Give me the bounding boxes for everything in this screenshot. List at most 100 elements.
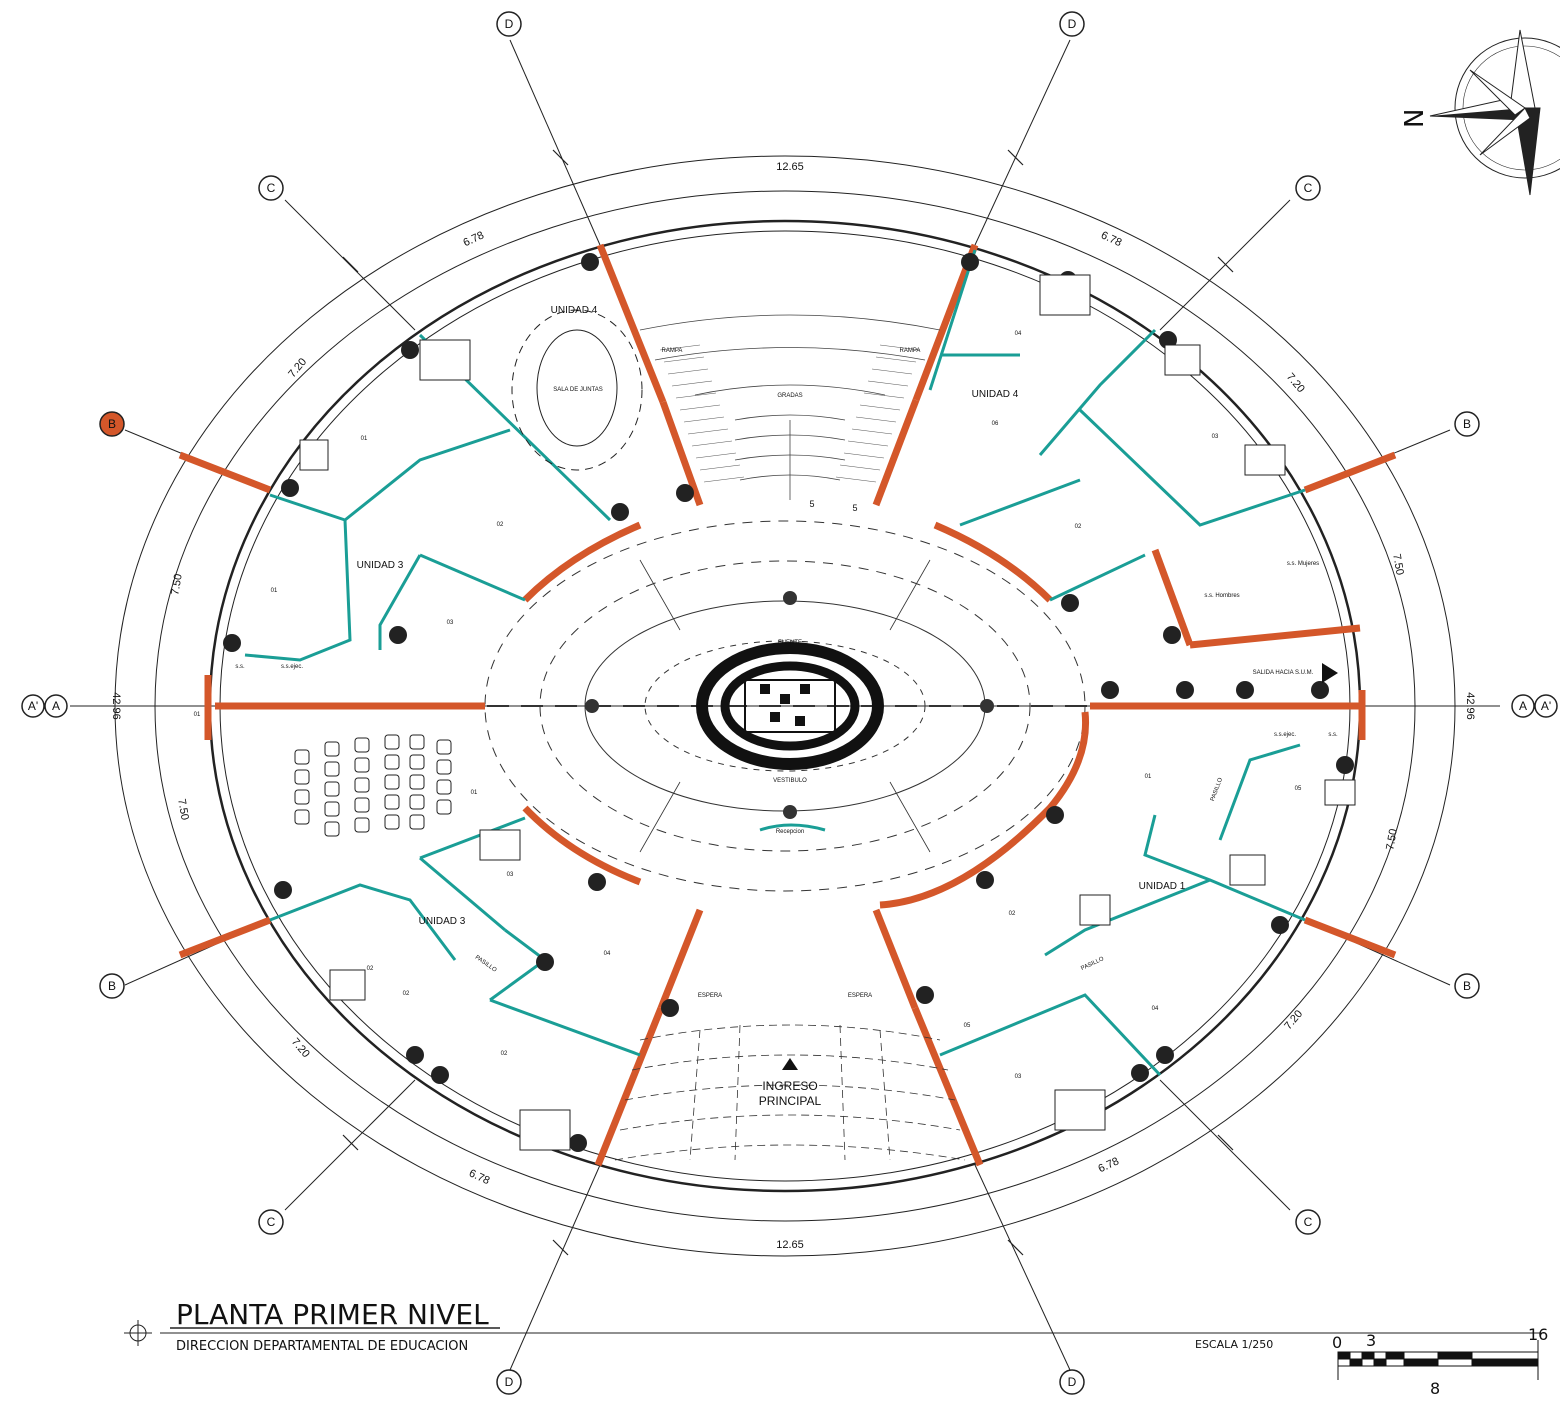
axis-label: D xyxy=(505,17,514,31)
room-ingreso: INGRESO xyxy=(762,1079,817,1093)
entrance-canopy xyxy=(614,1024,966,1161)
axis-bubble-labels: A' A A A' B B B B C C C C D D D D xyxy=(28,17,1551,1389)
dimension-ticks xyxy=(342,149,1234,1256)
axis-label: C xyxy=(1304,181,1313,195)
ramp-hatching xyxy=(659,344,921,483)
room-pasillo: PASILLO xyxy=(1080,956,1105,972)
room-recepcion: Recepcion xyxy=(776,829,804,835)
office-number: 03 xyxy=(507,872,514,878)
office-number: 05 xyxy=(1295,786,1302,792)
axis-label: B xyxy=(1463,417,1471,431)
axis-label: B xyxy=(1463,979,1471,993)
exit-arrow-icon xyxy=(1322,663,1338,683)
title-block xyxy=(124,1320,1545,1346)
axis-bubbles xyxy=(21,11,1558,1395)
sum-seating xyxy=(294,734,452,837)
room-ss-mujeres: s.s. Mujeres xyxy=(1287,561,1319,567)
office-number: 03 xyxy=(447,620,454,626)
room-unidad3-upper: UNIDAD 3 xyxy=(357,560,404,571)
office-number: 01 xyxy=(271,588,278,594)
room-principal: PRINCIPAL xyxy=(759,1094,822,1108)
room-pasillo: PASILLO xyxy=(1210,777,1224,802)
scale-tick: 16 xyxy=(1528,1325,1548,1344)
office-number: 01 xyxy=(1145,774,1152,780)
axis-label: B xyxy=(108,417,116,431)
office-number: 01 xyxy=(194,712,201,718)
room-vestibulo: VESTIBULO xyxy=(773,778,807,784)
axis-label: A xyxy=(52,699,60,713)
room-unidad3-lower: UNIDAD 3 xyxy=(419,916,466,927)
room-unidad1: UNIDAD 1 xyxy=(1139,881,1186,892)
room-ss: s.s. xyxy=(235,664,245,670)
office-number: 04 xyxy=(1152,1006,1159,1012)
room-espera-right: ESPERA xyxy=(848,993,872,999)
office-furniture xyxy=(299,274,1356,1151)
office-number: 02 xyxy=(497,522,504,528)
axis-label: A xyxy=(1519,699,1527,713)
axis-label: A' xyxy=(1541,699,1551,713)
office-numbers: 01 02 01 03 01 01 03 02 02 02 04 04 06 0… xyxy=(194,331,1302,1080)
room-ss-ejec: s.s.ejec. xyxy=(281,664,303,670)
room-unidad4-left: UNIDAD 4 xyxy=(551,305,598,316)
axis-label: D xyxy=(1068,17,1077,31)
axis-label: A' xyxy=(28,699,38,713)
axis-label: B xyxy=(108,979,116,993)
room-ss-ejec: s.s.ejec. xyxy=(1274,732,1296,738)
dim-mid-upper-right: 7.20 xyxy=(1284,371,1307,395)
dim-left-lower: 7.50 xyxy=(175,798,191,821)
scale-text: ESCALA 1/250 xyxy=(1195,1338,1273,1351)
dim-bottom: 12.65 xyxy=(776,1239,804,1251)
north-arrow-icon xyxy=(1429,29,1560,196)
scale-tick: 3 xyxy=(1366,1331,1376,1350)
dim-right-upper: 7.50 xyxy=(1390,553,1406,576)
columns xyxy=(585,591,994,819)
dim-mid-lower-right: 7.20 xyxy=(1282,1008,1305,1032)
office-number: 05 xyxy=(964,1023,971,1029)
axis-label: C xyxy=(1304,1215,1313,1229)
fountain xyxy=(696,642,884,770)
office-number: 02 xyxy=(1075,524,1082,530)
axis-label: C xyxy=(267,1215,276,1229)
office-number: 04 xyxy=(1015,331,1022,337)
room-salida: SALIDA HACIA S.U.M. xyxy=(1253,670,1314,676)
page-title: PLANTA PRIMER NIVEL xyxy=(176,1298,489,1331)
scale-tick: 8 xyxy=(1430,1379,1440,1398)
scale-tick: 0 xyxy=(1332,1333,1342,1352)
office-number: 01 xyxy=(471,790,478,796)
stair-number: 5 xyxy=(852,503,857,513)
scale-bar xyxy=(1337,1340,1539,1380)
office-number: 03 xyxy=(1015,1074,1022,1080)
dim-overall-right: 42.96 xyxy=(1464,692,1476,720)
room-ss: s.s. xyxy=(1328,732,1338,738)
ramps-and-bleachers xyxy=(639,314,941,500)
room-espera-left: ESPERA xyxy=(698,993,722,999)
office-number: 03 xyxy=(1212,434,1219,440)
dim-mid-upper-left: 7.20 xyxy=(286,356,309,380)
dim-right-lower: 7.50 xyxy=(1384,828,1400,851)
room-rampa-right: RAMPA xyxy=(900,348,921,354)
room-unidad4-right: UNIDAD 4 xyxy=(972,389,1019,400)
dim-overall-left: 42.96 xyxy=(110,692,122,720)
office-number: 02 xyxy=(403,991,410,997)
office-number: 02 xyxy=(1009,911,1016,917)
room-gradas: GRADAS xyxy=(777,393,802,399)
office-number: 04 xyxy=(604,951,611,957)
dimension-labels: 12.65 12.65 6.78 6.78 6.78 6.78 7.20 7.2… xyxy=(110,161,1476,1251)
meeting-table xyxy=(511,309,643,471)
office-number: 06 xyxy=(992,421,999,427)
dim-upper-left: 6.78 xyxy=(461,229,485,249)
dim-left-upper: 7.50 xyxy=(169,573,185,596)
room-pasillo: PASILLO xyxy=(474,955,498,974)
room-rampa-left: RAMPA xyxy=(662,348,683,354)
axis-label: C xyxy=(267,181,276,195)
north-label: N xyxy=(1400,109,1430,128)
scale-bar-labels: 0 3 16 8 xyxy=(1332,1325,1548,1398)
page-subtitle: DIRECCION DEPARTAMENTAL DE EDUCACION xyxy=(176,1339,468,1354)
dim-mid-lower-left: 7.20 xyxy=(289,1036,312,1060)
axis-label: D xyxy=(1068,1375,1077,1389)
room-sala-juntas: SALA DE JUNTAS xyxy=(553,387,603,393)
planters xyxy=(223,253,1354,1152)
dim-upper-right: 6.78 xyxy=(1099,229,1123,249)
room-ss-hombres: s.s. Hombres xyxy=(1204,593,1239,599)
